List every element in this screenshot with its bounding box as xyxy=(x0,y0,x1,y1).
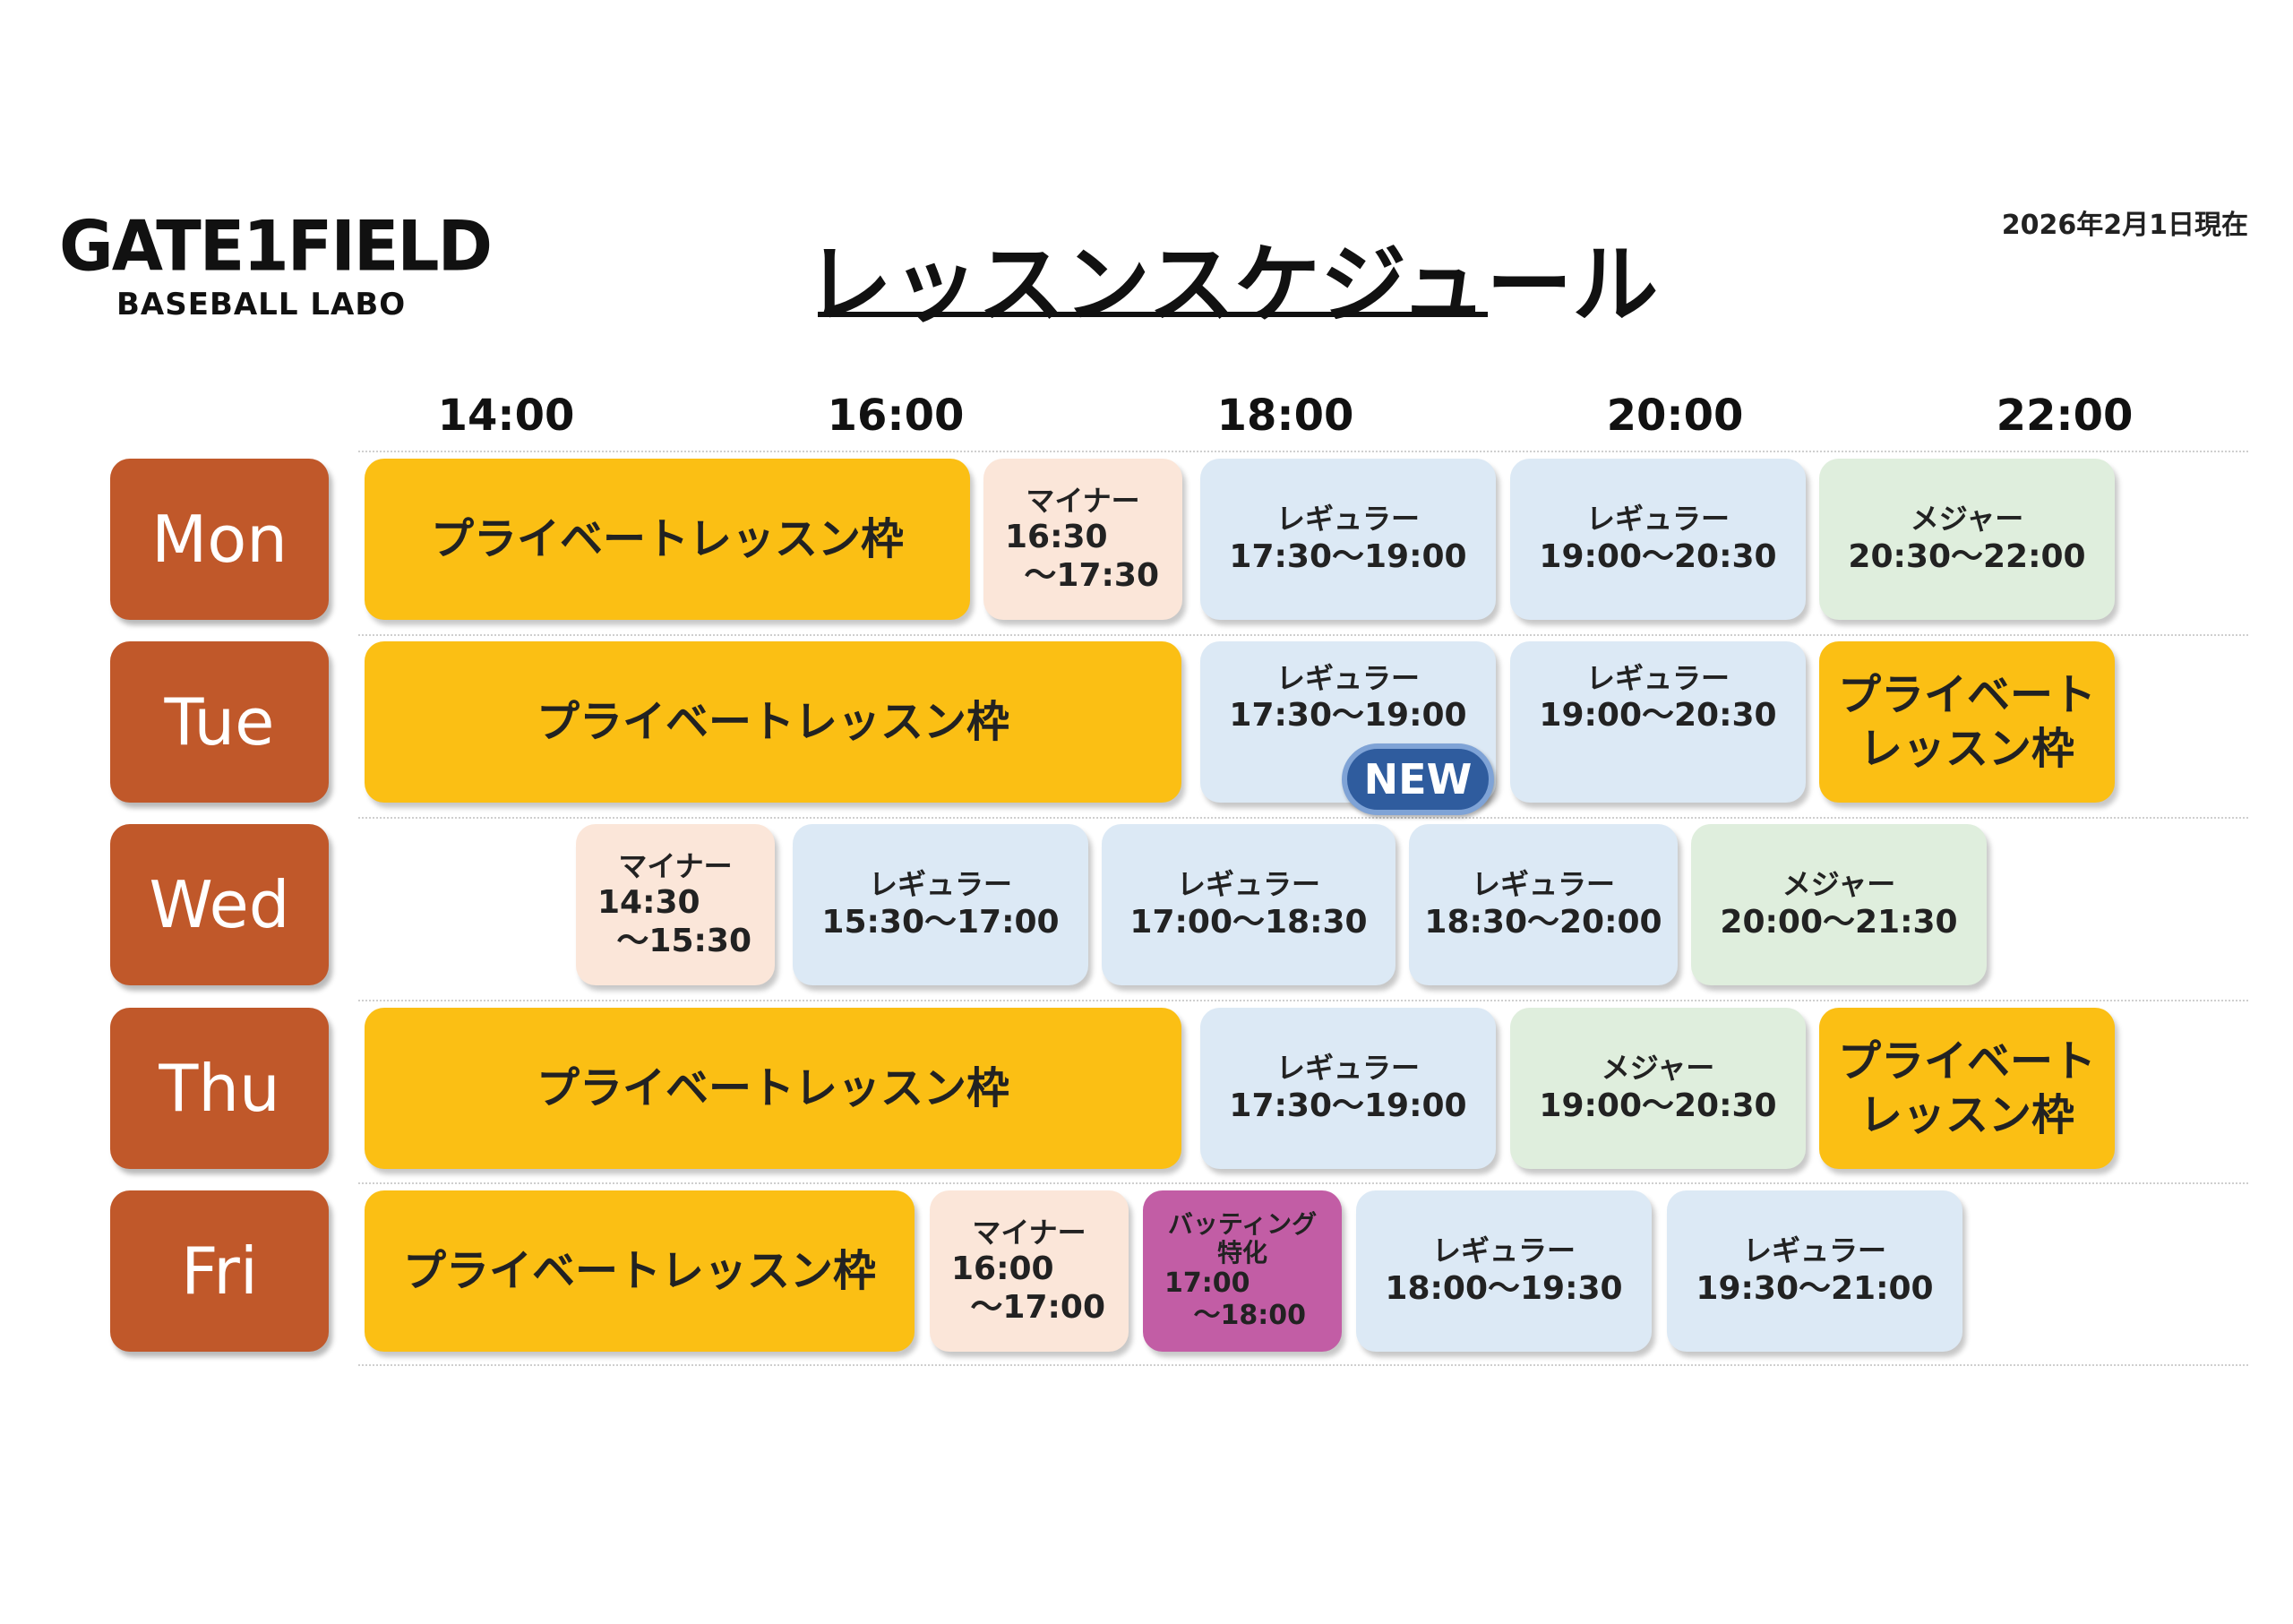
time-label-2200: 22:00 xyxy=(1996,391,2134,441)
slot-mon-major[interactable]: メジャー 20:30～22:00 xyxy=(1819,459,2115,620)
row-divider xyxy=(358,1000,2248,1001)
slot-mon-minor[interactable]: マイナー 16:30 ～17:30 xyxy=(983,459,1182,620)
title-underline xyxy=(818,312,1488,317)
slot-time: 20:30～22:00 xyxy=(1848,537,2086,575)
row-divider xyxy=(358,1182,2248,1184)
slot-wed-minor[interactable]: マイナー 14:30 ～15:30 xyxy=(576,824,775,985)
slot-fri-private[interactable]: プライベートレッスン枠 xyxy=(365,1190,915,1352)
slot-label-line2: レッスン枠 xyxy=(1859,1090,2074,1140)
slot-time: 18:00～19:30 xyxy=(1385,1269,1623,1307)
slot-wed-regular-1[interactable]: レギュラー 15:30～17:00 xyxy=(793,824,1088,985)
slot-category: レギュラー xyxy=(1431,1233,1576,1268)
time-label-1800: 18:00 xyxy=(1216,391,1354,441)
row-divider xyxy=(358,451,2248,452)
row-divider xyxy=(358,634,2248,636)
slot-wed-regular-3[interactable]: レギュラー 18:30～20:00 xyxy=(1409,824,1678,985)
row-divider xyxy=(358,817,2248,819)
slot-category: レギュラー xyxy=(1585,502,1730,537)
slot-category: レギュラー xyxy=(868,867,1012,902)
slot-fri-minor[interactable]: マイナー 16:00 ～17:00 xyxy=(930,1190,1129,1352)
slot-category: マイナー xyxy=(618,848,733,883)
slot-time: 18:30～20:00 xyxy=(1424,903,1662,941)
date-note: 2026年2月1日現在 xyxy=(2001,210,2248,241)
time-label-1600: 16:00 xyxy=(827,391,965,441)
slot-label: プライベートレッスン枠 xyxy=(536,697,1009,747)
slot-tue-private[interactable]: プライベートレッスン枠 xyxy=(365,641,1181,803)
slot-category: メジャー xyxy=(1910,502,2024,537)
slot-fri-regular-2[interactable]: レギュラー 19:30～21:00 xyxy=(1667,1190,1962,1352)
new-badge: NEW xyxy=(1342,743,1494,815)
slot-time: 17:30～19:00 xyxy=(1229,537,1467,575)
slot-fri-batting[interactable]: バッティング 特化 17:00 ～18:00 xyxy=(1143,1190,1342,1352)
day-label-thu: Thu xyxy=(110,1008,329,1169)
slot-fri-regular-1[interactable]: レギュラー 18:00～19:30 xyxy=(1356,1190,1652,1352)
slot-category: レギュラー xyxy=(1275,502,1420,537)
slot-label: プライベートレッスン枠 xyxy=(536,1063,1009,1113)
time-label-2000: 20:00 xyxy=(1606,391,1744,441)
slot-time: 17:00～18:30 xyxy=(1129,903,1368,941)
day-label-tue: Tue xyxy=(110,641,329,803)
slot-tue-private-2[interactable]: プライベート レッスン枠 xyxy=(1819,641,2115,803)
slot-category: レギュラー xyxy=(1742,1233,1886,1268)
day-label-fri: Fri xyxy=(110,1190,329,1352)
slot-wed-regular-2[interactable]: レギュラー 17:00～18:30 xyxy=(1102,824,1396,985)
slot-time: 17:30～19:00 xyxy=(1229,697,1467,735)
slot-thu-regular[interactable]: レギュラー 17:30～19:00 xyxy=(1200,1008,1496,1169)
slot-mon-regular-1[interactable]: レギュラー 17:30～19:00 xyxy=(1200,459,1496,620)
slot-label-line2: レッスン枠 xyxy=(1859,724,2074,774)
logo: GATE1FIELD BASEBALL LABO xyxy=(59,206,493,331)
row-divider xyxy=(358,1364,2248,1366)
slot-label: プライベートレッスン枠 xyxy=(402,1246,876,1296)
slot-label-line1: プライベート xyxy=(1837,1036,2096,1087)
slot-time-end: ～17:00 xyxy=(970,1289,1105,1327)
slot-category: レギュラー xyxy=(1176,867,1320,902)
slot-time-start: 17:00 xyxy=(1164,1267,1250,1300)
slot-time: 19:30～21:00 xyxy=(1696,1269,1934,1307)
slot-category: メジャー xyxy=(1782,867,1896,902)
slot-category: レギュラー xyxy=(1471,867,1615,902)
slot-category: マイナー xyxy=(972,1215,1086,1250)
slot-time-end: ～18:00 xyxy=(1193,1300,1307,1332)
slot-label-line1: プライベート xyxy=(1837,670,2096,720)
time-label-1400: 14:00 xyxy=(437,391,575,441)
slot-time: 19:00～20:30 xyxy=(1539,537,1777,575)
slot-time: 19:00～20:30 xyxy=(1539,697,1777,735)
slot-category: レギュラー xyxy=(1275,1051,1420,1086)
slot-time-end: ～15:30 xyxy=(616,923,751,960)
slot-mon-private[interactable]: プライベートレッスン枠 xyxy=(365,459,970,620)
logo-main-text: GATE1FIELD xyxy=(59,206,493,288)
slot-wed-major[interactable]: メジャー 20:00～21:30 xyxy=(1691,824,1987,985)
slot-time: 19:00～20:30 xyxy=(1539,1087,1777,1124)
slot-tue-regular-2[interactable]: レギュラー 19:00～20:30 xyxy=(1510,641,1806,803)
slot-label: プライベートレッスン枠 xyxy=(430,514,904,564)
slot-category-line1: バッティング xyxy=(1167,1208,1318,1239)
slot-category: レギュラー xyxy=(1275,661,1420,695)
day-label-mon: Mon xyxy=(110,459,329,620)
page-title: レッスンスケジュール xyxy=(806,235,1659,335)
slot-time: 20:00～21:30 xyxy=(1720,903,1958,941)
slot-category: レギュラー xyxy=(1585,661,1730,695)
slot-category: メジャー xyxy=(1601,1051,1715,1086)
slot-time-start: 16:00 xyxy=(951,1250,1054,1287)
slot-category: マイナー xyxy=(1026,483,1140,518)
slot-thu-major[interactable]: メジャー 19:00～20:30 xyxy=(1510,1008,1806,1169)
slot-mon-regular-2[interactable]: レギュラー 19:00～20:30 xyxy=(1510,459,1806,620)
day-label-wed: Wed xyxy=(110,824,329,985)
slot-time: 15:30～17:00 xyxy=(821,903,1060,941)
slot-thu-private-2[interactable]: プライベート レッスン枠 xyxy=(1819,1008,2115,1169)
logo-sub-text: BASEBALL LABO xyxy=(116,287,407,322)
slot-category-line2: 特化 xyxy=(1216,1238,1267,1267)
slot-thu-private[interactable]: プライベートレッスン枠 xyxy=(365,1008,1181,1169)
slot-time-start: 16:30 xyxy=(1005,519,1108,555)
slot-time-end: ～17:30 xyxy=(1024,557,1159,595)
slot-time-start: 14:30 xyxy=(597,884,700,921)
slot-time: 17:30～19:00 xyxy=(1229,1087,1467,1124)
